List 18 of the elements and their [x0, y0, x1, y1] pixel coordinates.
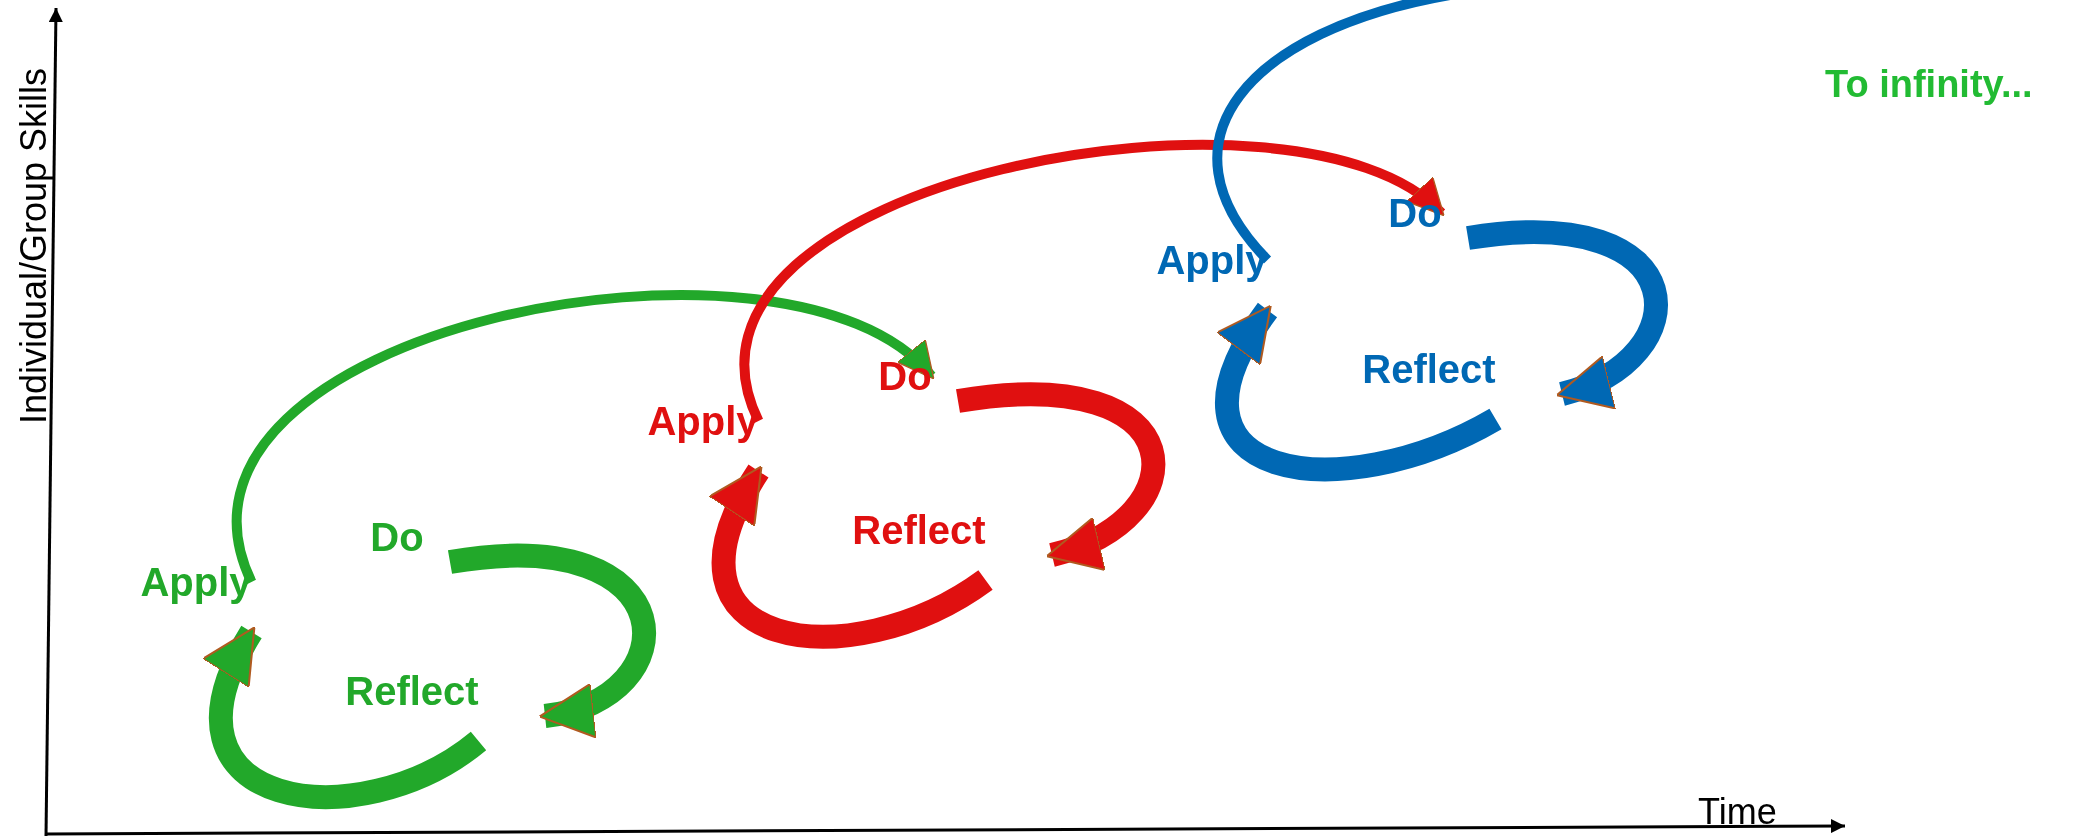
curved-arrow: [232, 290, 935, 584]
axis-title: Time: [1698, 790, 1777, 834]
annotation-text: To infinity...: [1825, 62, 2033, 107]
stage-label: Apply: [140, 560, 252, 604]
axis-title: Individual/Group Skills: [12, 67, 55, 425]
stage-label: Do: [1388, 191, 1442, 235]
stage-label: Reflect: [1362, 347, 1496, 391]
stage-label: Do: [370, 515, 424, 559]
stage-label: Reflect: [345, 669, 479, 713]
curved-arrow: [204, 626, 486, 809]
stage-label: Apply: [647, 399, 759, 443]
curved-arrow: [1466, 220, 1668, 406]
curved-arrow: [710, 465, 992, 648]
stage-label: Reflect: [852, 508, 986, 552]
stage-label: Apply: [1156, 238, 1268, 282]
curved-arrow: [1215, 303, 1501, 481]
stage-label: Do: [878, 354, 932, 398]
curved-arrow: [740, 140, 1446, 423]
